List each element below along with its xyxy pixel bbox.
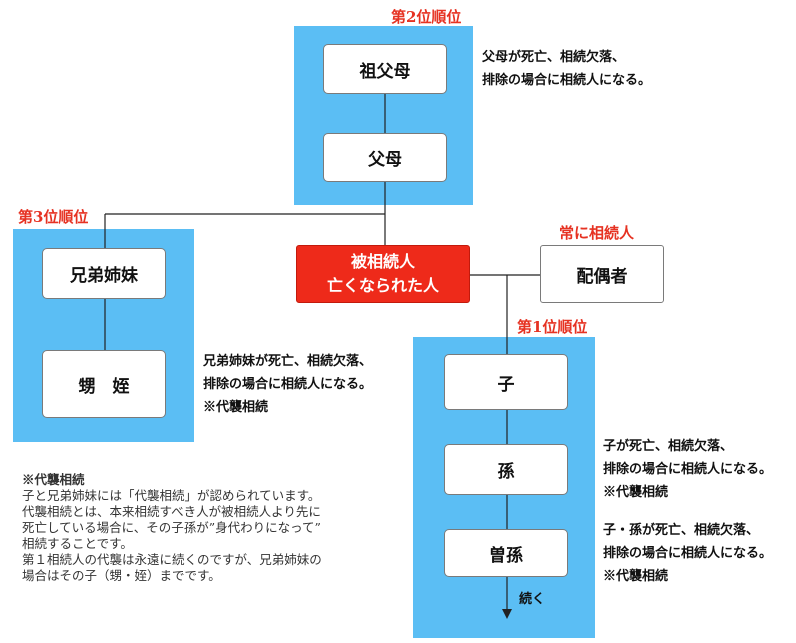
node-child: 子 bbox=[444, 354, 568, 410]
note-parents: 父母が死亡、相続欠落、 排除の場合に相続人になる。 bbox=[482, 46, 651, 92]
node-great-grandchild: 曽孫 bbox=[444, 529, 568, 577]
arrow-down-icon bbox=[502, 609, 512, 619]
footnote: ※代襲相続 子と兄弟姉妹には「代襲相続」が認められています。 代襲相続とは、本来… bbox=[22, 472, 322, 584]
continues-label: 続く bbox=[519, 592, 546, 607]
deceased-label-line2: 亡くなられた人 bbox=[326, 276, 439, 295]
rank-label-second: 第2位順位 bbox=[391, 8, 462, 26]
footnote-line5: 相続することです。 bbox=[22, 536, 133, 551]
note-siblings: 兄弟姉妹が死亡、相続欠落、 排除の場合に相続人になる。 ※代襲相続 bbox=[203, 350, 372, 419]
note-grandchild-line1: 子・孫が死亡、相続欠落、 bbox=[603, 523, 760, 538]
note-child: 子が死亡、相続欠落、 排除の場合に相続人になる。 ※代襲相続 bbox=[603, 435, 772, 504]
note-parents-line1: 父母が死亡、相続欠落、 bbox=[482, 50, 626, 65]
note-siblings-line2: 排除の場合に相続人になる。 bbox=[203, 377, 373, 392]
footnote-line1: ※代襲相続 bbox=[22, 472, 85, 487]
node-parents: 父母 bbox=[323, 133, 447, 182]
footnote-line2: 子と兄弟姉妹には「代襲相続」が認められています。 bbox=[22, 488, 321, 503]
note-grandchild: 子・孫が死亡、相続欠落、 排除の場合に相続人になる。 ※代襲相続 bbox=[603, 519, 772, 588]
rank-label-first: 第1位順位 bbox=[517, 318, 588, 336]
node-siblings: 兄弟姉妹 bbox=[42, 248, 166, 299]
footnote-line3: 代襲相続とは、本来相続すべき人が被相続人より先に bbox=[22, 504, 321, 519]
node-deceased: 被相続人 亡くなられた人 bbox=[296, 245, 470, 303]
note-grandchild-line3: ※代襲相続 bbox=[603, 569, 669, 584]
footnote-line4: 死亡している場合に、その子孫が”身代わりになって” bbox=[22, 520, 321, 535]
rank-label-always: 常に相続人 bbox=[559, 224, 635, 242]
note-child-line2: 排除の場合に相続人になる。 bbox=[603, 462, 773, 477]
node-nephews: 甥 姪 bbox=[42, 350, 166, 418]
footnote-line6: 第１相続人の代襲は永遠に続くのですが、兄弟姉妹の bbox=[22, 552, 322, 567]
node-grandparents: 祖父母 bbox=[323, 44, 447, 94]
footnote-line7: 場合はその子（甥・姪）までです。 bbox=[22, 568, 221, 583]
deceased-label-line1: 被相続人 bbox=[350, 252, 415, 271]
node-grandchild: 孫 bbox=[444, 444, 568, 495]
note-child-line3: ※代襲相続 bbox=[603, 485, 669, 500]
note-parents-line2: 排除の場合に相続人になる。 bbox=[482, 73, 652, 88]
rank-label-third: 第3位順位 bbox=[18, 208, 89, 226]
note-grandchild-line2: 排除の場合に相続人になる。 bbox=[603, 546, 773, 561]
note-siblings-line1: 兄弟姉妹が死亡、相続欠落、 bbox=[203, 354, 373, 369]
note-siblings-line3: ※代襲相続 bbox=[203, 400, 269, 415]
note-child-line1: 子が死亡、相続欠落、 bbox=[603, 439, 734, 454]
node-spouse: 配偶者 bbox=[540, 245, 664, 303]
